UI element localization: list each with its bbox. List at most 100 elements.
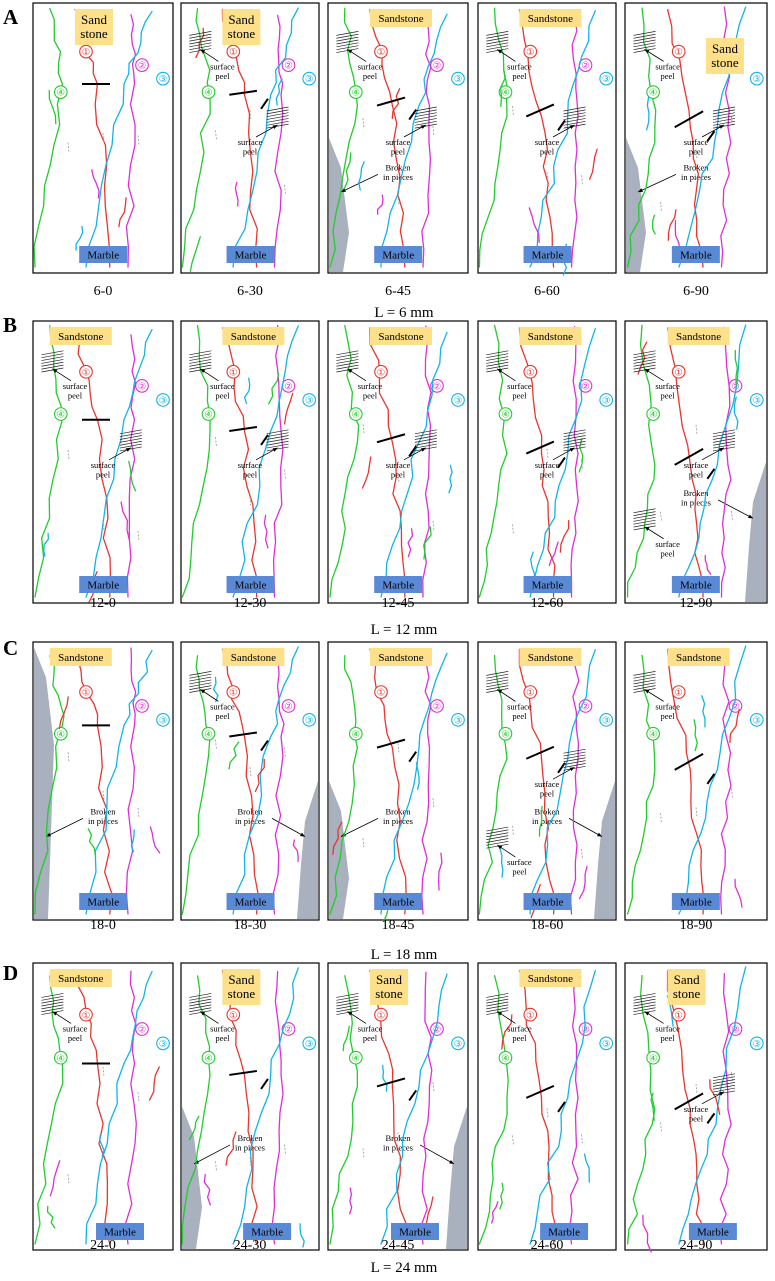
crack-number-badge [348, 85, 363, 99]
crack-branch [391, 88, 401, 120]
specimen-panel: ①②③④surfacepeelsurfacepeelSandstoneMarbl… [477, 2, 617, 299]
movement-arrow [215, 1161, 217, 1172]
surface-peel-hatch [486, 367, 509, 373]
marble-label: Marble [399, 1227, 431, 1239]
surface-peel-hatch [189, 350, 212, 356]
surface-peel-hatch [189, 676, 212, 682]
sandstone-label: stone [80, 26, 108, 41]
crack-line [722, 649, 732, 771]
surface-peel-hatch [119, 435, 142, 440]
crack-branch [120, 501, 130, 540]
crack-number-badge [599, 393, 614, 407]
crack-branch [268, 372, 280, 405]
crack-number-label: ① [229, 367, 238, 378]
movement-arrow [67, 752, 70, 763]
crack-number-label: ④ [352, 1053, 361, 1064]
surface-peel-hatch [712, 1079, 736, 1084]
crack-number-badge [498, 85, 513, 99]
crack-line [85, 1062, 125, 1245]
movement-arrow [67, 1174, 70, 1185]
movement-arrow [660, 813, 662, 824]
surface-peel-hatch [41, 993, 64, 998]
surface-peel-hatch [486, 359, 509, 364]
crack-number-badge [671, 1007, 686, 1022]
surface-peel-label: peel [68, 390, 83, 400]
panel-label: 12-45 [382, 596, 415, 611]
surface-peel-hatch [712, 123, 736, 129]
movement-arrow [284, 1144, 286, 1155]
surface-peel-hatch [336, 350, 359, 356]
callout-arrowhead [644, 526, 650, 531]
broken-region [745, 462, 766, 602]
crack-number-badge [302, 393, 317, 407]
crack-branch [376, 194, 384, 215]
sandstone-label: Sandstone [378, 331, 423, 343]
surface-peel-hatch [266, 112, 289, 118]
surface-peel-hatch [712, 429, 736, 435]
surface-peel-hatch [633, 1007, 656, 1013]
surface-peel-hatch [486, 45, 509, 51]
crack-line [270, 325, 299, 432]
row-letter: C [3, 636, 18, 660]
sandstone-label: stone [673, 986, 701, 1001]
surface-peel-hatch [189, 36, 212, 42]
crack-line [123, 649, 153, 727]
movement-arrow [137, 135, 140, 146]
surface-peel-label: surface [655, 1023, 680, 1033]
crack-number-badge [498, 726, 513, 741]
surface-peel-hatch [712, 435, 736, 440]
interface-crack [376, 1077, 406, 1088]
crack-line [567, 970, 596, 1099]
surface-peel-hatch [189, 42, 212, 48]
crack-line [518, 327, 543, 455]
surface-peel-hatch [189, 993, 212, 998]
surface-peel-hatch [712, 109, 736, 115]
crack-branch [343, 152, 352, 190]
crack-number-label: ① [377, 1010, 386, 1021]
surface-peel-hatch [563, 438, 586, 443]
crack-number-label: ④ [57, 88, 66, 99]
surface-peel-hatch [712, 115, 736, 120]
marble-label: Marble [235, 580, 267, 592]
sandstone-label: stone [711, 55, 739, 70]
surface-peel-hatch [41, 350, 64, 356]
surface-peel-hatch [189, 45, 212, 51]
crack-number-badge [523, 1007, 538, 1022]
surface-peel-hatch [486, 1010, 509, 1015]
surface-peel-label: surface [535, 779, 560, 789]
surface-peel-hatch [633, 350, 656, 356]
panel-frame [624, 641, 768, 921]
surface-peel-hatch [486, 48, 509, 53]
marble-label-box [374, 893, 423, 910]
crack-number-label: ④ [352, 410, 361, 421]
interface-crack [525, 1084, 555, 1099]
crack-branch [578, 438, 584, 473]
callout-arrow [45, 818, 84, 837]
surface-peel-hatch [266, 109, 289, 115]
surface-peel-label: peel [363, 390, 378, 400]
surface-peel-hatch [633, 995, 656, 1001]
crack-branch [263, 514, 269, 549]
surface-peel-hatch [486, 838, 509, 843]
movement-arrow [249, 110, 252, 121]
callout-arrowhead [638, 188, 643, 192]
surface-peel-label: surface [507, 381, 532, 391]
crack-line [678, 1108, 718, 1245]
panel-frame [327, 2, 469, 274]
sandstone-label: Sandstone [528, 331, 573, 343]
crack-number-label: ④ [57, 410, 66, 421]
callout-arrowhead [719, 1091, 725, 1096]
surface-peel-hatch [336, 353, 359, 359]
interface-crack [525, 103, 555, 118]
sandstone-label-box [519, 648, 582, 666]
surface-peel-hatch [712, 1073, 736, 1079]
sandstone-label-box [519, 969, 582, 987]
surface-peel-hatch [336, 995, 359, 1001]
panel-label: 24-45 [382, 1238, 415, 1253]
crack-line [418, 13, 448, 107]
marble-label-box [79, 576, 128, 593]
surface-peel-hatch [712, 1084, 736, 1090]
